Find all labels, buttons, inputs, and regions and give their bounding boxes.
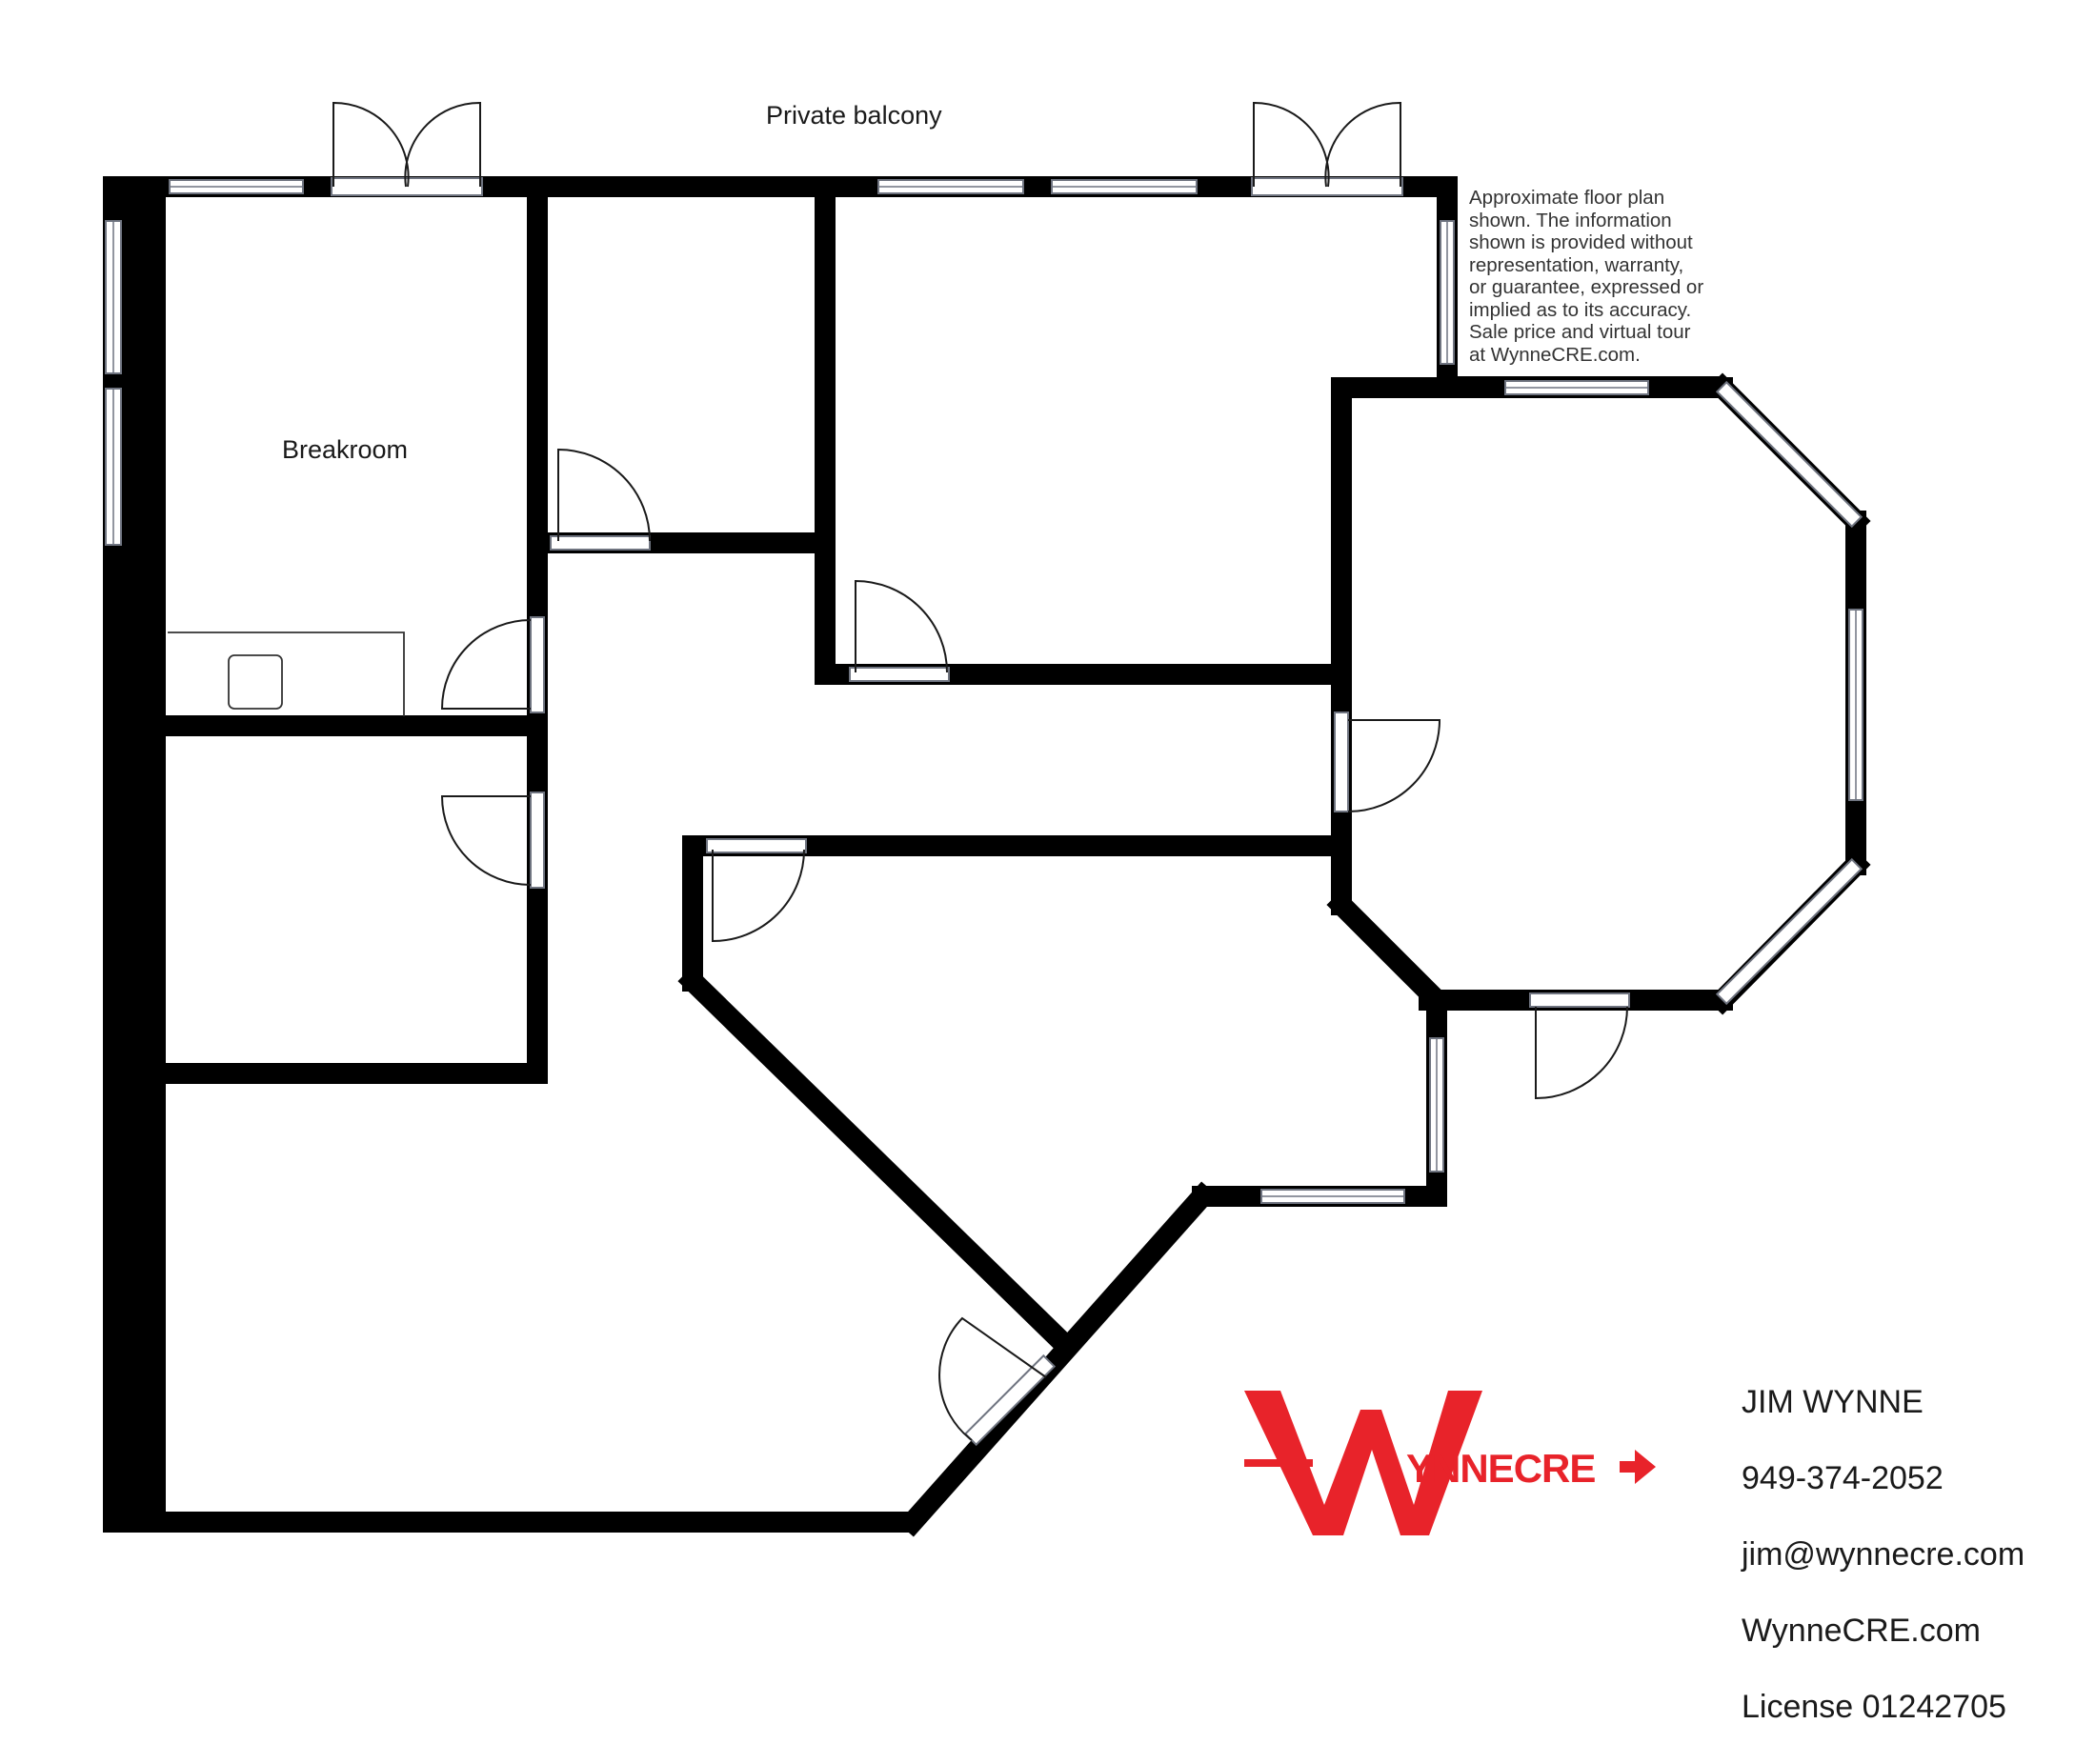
sink — [228, 654, 283, 710]
logo-arrow-icon — [1620, 1450, 1656, 1484]
logo-wordmark: YNNECRE — [1406, 1446, 1595, 1491]
contact-block: JIM WYNNE 949-374-2052 jim@wynnecre.com … — [1742, 1345, 2024, 1764]
window-glazing — [112, 186, 1857, 1197]
contact-name: JIM WYNNE — [1742, 1384, 1924, 1420]
balcony-label: Private balcony — [766, 101, 942, 130]
door-swings — [332, 101, 1628, 1441]
contact-phone: 949-374-2052 — [1742, 1460, 1944, 1496]
contact-website: WynneCRE.com — [1742, 1613, 1981, 1649]
contact-email: jim@wynnecre.com — [1742, 1536, 2025, 1573]
contact-license: License 01242705 — [1742, 1689, 2006, 1725]
breakroom-label: Breakroom — [282, 435, 409, 464]
door-openings — [331, 177, 1630, 1447]
disclaimer-text: Approximate floor plan shown. The inform… — [1469, 187, 1704, 366]
wynnecre-logo: YNNECRE — [1244, 1391, 1656, 1535]
breakroom-counter — [168, 631, 405, 716]
floor-plan: YNNECRE — [103, 101, 1871, 1537]
walls — [155, 187, 1871, 1537]
